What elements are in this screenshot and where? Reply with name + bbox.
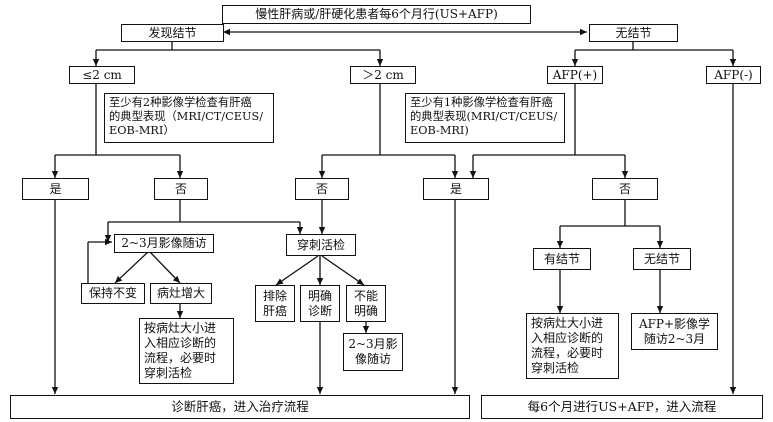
criteria-two-imaging-box: 至少有2种影像学检查有肝癌 的典型表现（MRI/CT/CEUS/ EOB-MRI… [104,93,274,143]
biopsy-box: 穿刺活检 [286,234,356,256]
no-left-box: 否 [154,178,208,200]
followup-2-3m-box-2: 2~3月影 像随访 [343,333,403,371]
afp-negative-box: AFP(-) [706,66,761,84]
yes-left-box: 是 [22,178,89,200]
repeat-surveillance-box: 每6个月进行US+AFP，进入流程 [481,395,763,419]
followup-2-3m-box: 2~3月影像随访 [114,234,214,253]
no-mid-box: 否 [295,178,349,200]
size-gt-2cm-box: ＞2 cm [350,66,416,84]
confirm-diagnosis-box: 明确 诊断 [300,285,340,322]
criteria-one-imaging-box: 至少有1种影像学检查有肝癌 的典型表现(MRI/CT/CEUS/ EOB-MRI… [405,93,565,143]
no-right-box: 否 [592,178,658,200]
surveillance-start-box: 慢性肝病或/肝硬化患者每6个月行(US+AFP) [222,5,531,24]
afp-imaging-followup-box: AFP+影像学 随访2~3月 [631,313,718,350]
diagnose-hcc-treatment-box: 诊断肝癌，进入治疗流程 [10,395,470,419]
stable-box: 保持不变 [81,283,145,304]
exclude-hcc-box: 排除 肝癌 [255,285,295,322]
size-based-workup-left-box: 按病灶大小进 入相应诊断的 流程，必要时 穿刺活检 [139,318,234,384]
no-nodule-box: 无结节 [589,24,678,42]
size-based-workup-right-box: 按病灶大小进 入相应诊断的 流程，必要时 穿刺活检 [526,313,619,379]
cannot-confirm-box: 不能 明确 [346,285,386,322]
has-nodule-box: 有结节 [533,248,591,270]
afp-positive-box: AFP(+) [547,66,603,84]
yes-mid-box: 是 [423,178,489,200]
lesion-growth-box: 病灶增大 [150,283,212,304]
no-nodule-right-box: 无结节 [633,248,691,270]
found-nodule-box: 发现结节 [121,24,224,42]
size-le-2cm-box: ≤2 cm [69,66,135,84]
